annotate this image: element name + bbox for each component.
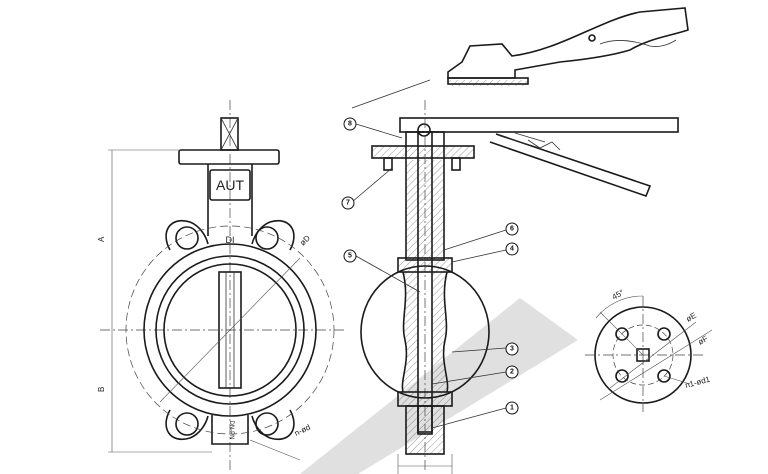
part-bubble-6: 6 xyxy=(505,222,519,236)
flange-detail-view: 45° øE øF n1-ød1 xyxy=(585,288,713,412)
part-bubble-1: 1 xyxy=(505,401,519,415)
dim-b-label: B xyxy=(97,387,106,392)
body-mark-text: AUT xyxy=(216,177,244,193)
part-bubble-5: 5 xyxy=(343,249,357,263)
part-bubble-2: 2 xyxy=(505,365,519,379)
dim-a-label: A xyxy=(97,236,106,242)
dim-e-label: øE xyxy=(685,311,698,324)
svg-text:5: 5 xyxy=(348,253,352,260)
part-bubble-3: 3 xyxy=(505,342,519,356)
svg-text:6: 6 xyxy=(510,226,514,233)
body-text: DI xyxy=(226,235,235,245)
dim-n1-label: n1-ød1 xyxy=(684,375,711,390)
part-bubble-4: 4 xyxy=(505,242,519,256)
svg-text:4: 4 xyxy=(510,246,514,253)
svg-text:7: 7 xyxy=(346,200,350,207)
svg-text:8: 8 xyxy=(348,121,352,128)
front-view: AUT DI DN-PN øD n-ød A B xyxy=(97,100,345,470)
part-bubble-7: 7 xyxy=(341,196,355,210)
angle-label: 45° xyxy=(611,288,626,302)
svg-text:3: 3 xyxy=(510,346,514,353)
dim-d1-label: øD xyxy=(298,233,312,247)
part-bubble-8: 8 xyxy=(343,117,357,131)
side-view: 1 2 3 4 5 6 7 8 xyxy=(341,7,689,474)
svg-text:2: 2 xyxy=(510,369,514,376)
dim-nd-label: n-ød xyxy=(293,423,312,438)
svg-text:1: 1 xyxy=(510,405,514,412)
neck-text: DN-PN xyxy=(228,421,234,440)
dim-f-label: øF xyxy=(697,334,710,347)
